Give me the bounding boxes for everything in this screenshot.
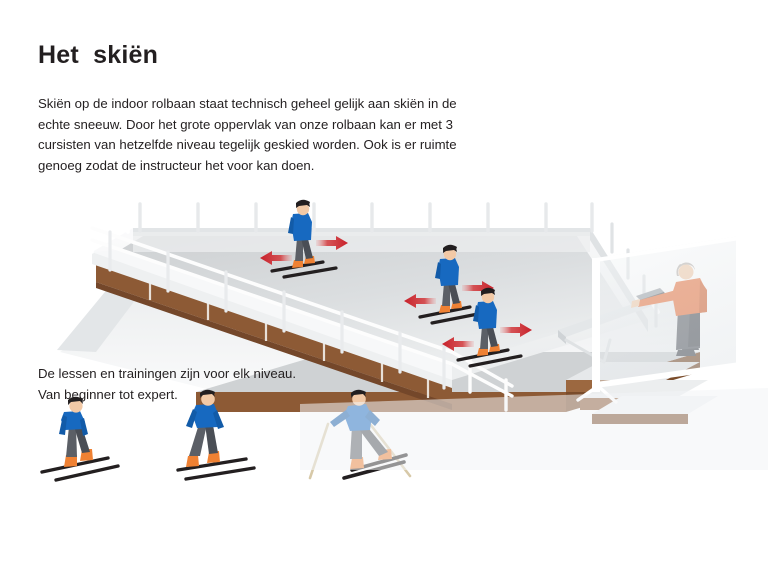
levels-line-1: De lessen en trainingen zijn voor elk ni… — [38, 366, 297, 381]
direction-arrow-right-3 — [500, 323, 532, 337]
slope-skier-1 — [260, 199, 348, 279]
page-title: Het skiën — [38, 41, 159, 69]
control-console — [558, 288, 666, 364]
intro-paragraph: Skiën op de indoor rolbaan staat technis… — [38, 96, 457, 173]
levels-line-2: Van beginner tot expert. — [38, 386, 178, 402]
direction-arrow-left-2 — [404, 294, 436, 308]
safety-railing-left — [90, 202, 130, 254]
direction-arrow-left-1 — [260, 251, 292, 265]
direction-arrow-left-3 — [442, 337, 474, 351]
safety-railing-lower-right — [450, 350, 514, 412]
slope-skier-3 — [442, 287, 532, 368]
direction-arrow-right-1 — [316, 236, 348, 250]
safety-railing-back-posts — [138, 202, 594, 233]
rolbaan-belt — [120, 233, 626, 366]
safety-railing-right — [598, 204, 660, 314]
glass-safety-panel — [576, 236, 754, 404]
slope-skier-2 — [404, 244, 494, 325]
instructor-figure — [631, 262, 707, 356]
safety-railing-right-posts — [610, 222, 658, 328]
direction-arrow-right-2 — [462, 281, 494, 295]
levels-text-block: De lessen en trainingen zijn voor elk ni… — [38, 364, 398, 405]
safety-railing-front — [90, 226, 454, 366]
safety-railing-back — [126, 204, 602, 220]
level-skier-beginner — [40, 396, 120, 482]
